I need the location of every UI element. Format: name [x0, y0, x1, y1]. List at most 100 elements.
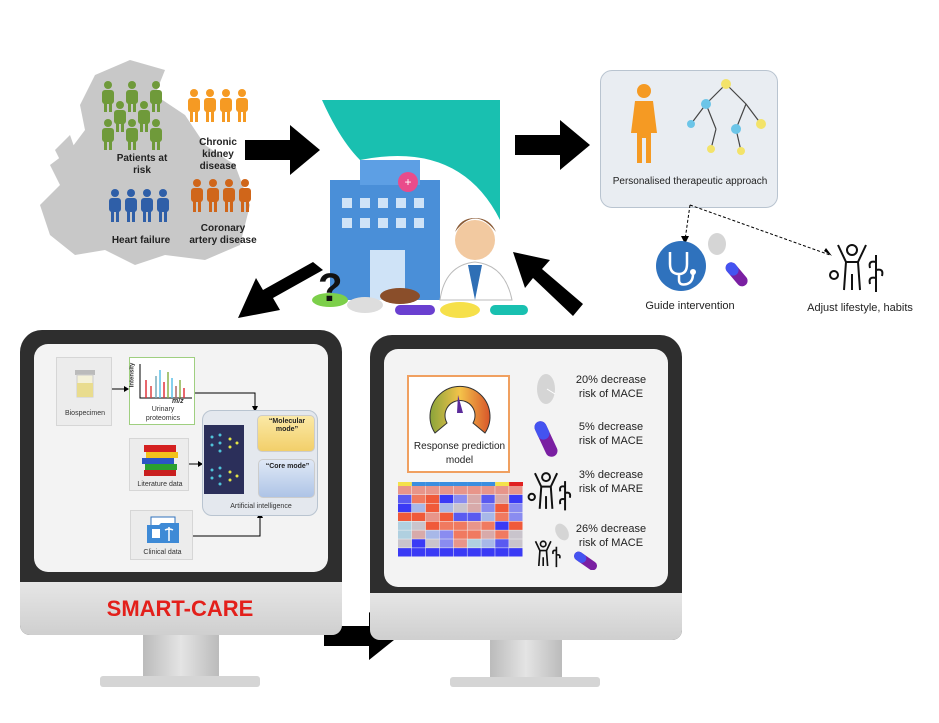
- question-mark: ?: [318, 266, 343, 310]
- chronic-kidney-disease-label: Chronic kidney disease: [199, 137, 237, 172]
- lifestyle-icon: [829, 244, 884, 292]
- woman-icon: [631, 84, 657, 163]
- heatmap-cell: [453, 548, 467, 557]
- heatmap-cell: [467, 539, 481, 548]
- heatmap-cell: [425, 548, 440, 557]
- monitor-chin: [20, 582, 342, 635]
- biospecimen-box: Biospecimen: [56, 357, 112, 426]
- monitor-stand: [490, 640, 562, 678]
- heatmap-cell: [411, 539, 426, 548]
- heatmap-cell: [411, 494, 426, 504]
- arrow-right-icon: [515, 120, 590, 170]
- heatmap-group-bar: [439, 482, 454, 486]
- heatmap-cell: [481, 512, 495, 521]
- heatmap-cell: [467, 530, 481, 539]
- heatmap-cell: [509, 512, 523, 521]
- heatmap-cell: [398, 539, 412, 548]
- result-text: 26% decrease risk of MACE: [575, 523, 647, 549]
- heatmap-cell: [439, 512, 454, 521]
- svg-text:+: +: [404, 175, 411, 189]
- arrow-up-left-icon: [513, 252, 583, 316]
- heatmap-cell: [411, 503, 426, 513]
- heatmap-cell: [439, 530, 454, 539]
- capsule-icon: [534, 421, 558, 457]
- heatmap-cell: [509, 486, 523, 495]
- monitor-chin: [370, 593, 682, 640]
- heatmap-cell: [439, 486, 454, 495]
- heatmap-cell: [398, 512, 412, 521]
- heatmap-cell: [495, 503, 509, 513]
- heatmap-cell: [439, 548, 454, 557]
- heatmap-cell: [439, 539, 454, 548]
- heatmap-cell: [453, 486, 467, 495]
- pills-icon: [708, 233, 748, 287]
- heatmap-group-bar: [411, 482, 426, 486]
- heatmap: [398, 482, 523, 557]
- heatmap-cell: [481, 530, 495, 539]
- clinical-data-label: Clinical data: [143, 549, 182, 556]
- heatmap-cell: [481, 521, 495, 530]
- heatmap-cell: [495, 512, 509, 521]
- heatmap-cell: [425, 521, 440, 530]
- heatmap-cell: [509, 503, 523, 513]
- monitor-base: [100, 676, 260, 687]
- heatmap-cell: [398, 530, 412, 539]
- result-text: 20% decrease risk of MACE: [575, 374, 647, 400]
- heatmap-cell: [495, 494, 509, 504]
- europe-map: [40, 60, 250, 265]
- heatmap-cell: [509, 521, 523, 530]
- heatmap-cell: [411, 530, 426, 539]
- heatmap-cell: [398, 486, 412, 495]
- literature-data-label: Literature data: [137, 481, 183, 488]
- heatmap-cell: [439, 494, 454, 504]
- heatmap-cell: [481, 494, 495, 504]
- molecular-mode-box: “Molecular mode”: [257, 415, 315, 452]
- heatmap-group-bar: [481, 482, 496, 486]
- heatmap-cell: [495, 521, 509, 530]
- heatmap-cell: [453, 512, 467, 521]
- heatmap-cell: [495, 548, 509, 557]
- arrow-connector: [195, 392, 258, 412]
- combined-therapy-icon: [534, 523, 597, 570]
- heart-failure-icon: [109, 189, 169, 222]
- heatmap-cell: [439, 503, 454, 513]
- heatmap-cell: [425, 494, 440, 504]
- urine-cup-icon: [75, 370, 95, 398]
- ai-box: “Molecular mode” “Core mode” Artificial …: [202, 410, 318, 516]
- gauge-icon: [429, 385, 491, 434]
- personalised-approach-label: Personalised therapeutic approach: [612, 176, 768, 187]
- heatmap-cell: [453, 539, 467, 548]
- heatmap-cell: [453, 494, 467, 504]
- heatmap-group-bar: [425, 482, 440, 486]
- heatmap-cell: [509, 539, 523, 548]
- heatmap-cell: [425, 512, 440, 521]
- core-mode-box: “Core mode”: [258, 459, 315, 498]
- heatmap-cell: [509, 494, 523, 504]
- arrow-connector: [189, 461, 203, 467]
- stethoscope-icon: [656, 241, 706, 291]
- tree-arrows: [681, 204, 832, 256]
- heatmap-cell: [398, 494, 412, 504]
- heatmap-group-bar: [398, 482, 412, 486]
- heatmap-cell: [425, 539, 440, 548]
- heatmap-cell: [467, 548, 481, 557]
- decision-tree-icon: [687, 79, 766, 155]
- chronic-kidney-disease-icon: [188, 89, 248, 122]
- heatmap-cell: [453, 530, 467, 539]
- smart-care-logo: SMART-CARE: [106, 596, 254, 621]
- result-text: 5% decrease risk of MACE: [578, 421, 644, 447]
- heatmap-cell: [509, 530, 523, 539]
- ai-label: Artificial intelligence: [230, 503, 292, 510]
- response-model-label: Response prediction model: [413, 441, 506, 466]
- guide-intervention-label: Guide intervention: [645, 300, 735, 312]
- heatmap-cell: [453, 521, 467, 530]
- heatmap-group-bar: [453, 482, 468, 486]
- heatmap-cell: [411, 521, 426, 530]
- result-text: 3% decrease risk of MARE: [578, 469, 644, 495]
- patients-at-risk-label: Patients at risk: [116, 153, 168, 176]
- heatmap-cell: [425, 503, 440, 513]
- heart-failure-label: Heart failure: [111, 235, 171, 246]
- literature-data-box: Literature data: [129, 438, 189, 491]
- mz-axis-label: m/z: [172, 398, 184, 405]
- arrow-right-icon: [245, 125, 320, 175]
